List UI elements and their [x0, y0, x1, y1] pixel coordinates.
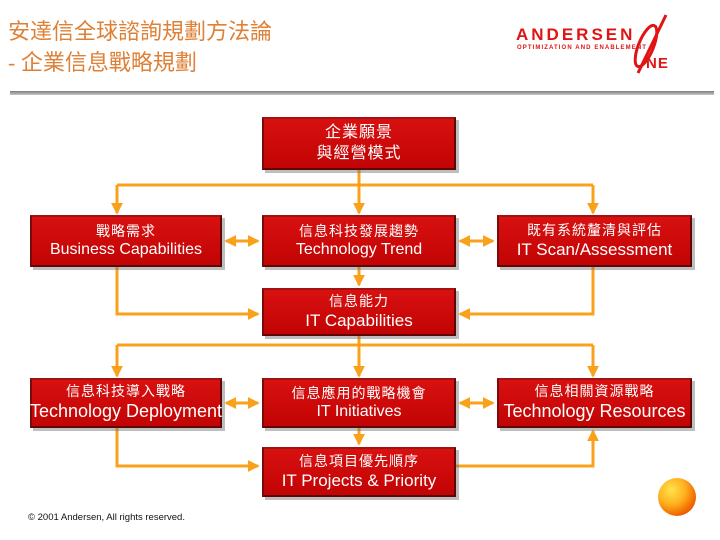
orange-sphere [658, 478, 696, 516]
connector-scan-to-capabilities [458, 267, 595, 320]
page-title-line2: - 企業信息戰略規劃 [8, 50, 197, 75]
box-zh-label: 信息科技導入戰略 [66, 383, 186, 400]
box-technology-resources: 信息相關資源戰略 Technology Resources [497, 378, 692, 428]
box-zh-label: 信息項目優先順序 [299, 452, 419, 469]
connector-business-to-capabilities [115, 267, 260, 320]
box-enterprise-vision: 企業願景 與經營模式 [262, 117, 456, 170]
box-it-projects-priority: 信息項目優先順序 IT Projects & Priority [262, 447, 456, 497]
title-divider [10, 91, 714, 95]
box-it-capabilities: 信息能力 IT Capabilities [262, 288, 456, 336]
page-title-line1: 安達信全球諮詢規劃方法論 [8, 19, 273, 44]
connector-vision-trunk [117, 170, 593, 187]
box-zh-label2: 與經營模式 [316, 144, 402, 162]
box-en-label: Business Capabilities [49, 240, 203, 258]
connector-deployment-to-projects [115, 428, 260, 472]
andersen-logo: ANDERSEN OPTIMIZATION AND ENABLEMENT NE [512, 14, 702, 84]
box-en-label: Technology Deployment [29, 401, 223, 422]
logo-ne-text: NE [646, 55, 669, 72]
box-technology-trend: 信息科技發展趨勢 Technology Trend [262, 215, 456, 267]
box-zh-label: 既有系統釐清與評估 [527, 221, 662, 238]
connector-projects-to-resources [456, 429, 599, 468]
box-business-capabilities: 戰略需求 Business Capabilities [30, 215, 222, 267]
box-zh-label: 戰略需求 [96, 222, 156, 239]
box-en-label: IT Projects & Priority [281, 471, 437, 491]
box-technology-deployment: 信息科技導入戰略 Technology Deployment [30, 378, 222, 428]
box-en-label: Technology Resources [503, 401, 686, 422]
box-en-label: IT Capabilities [305, 311, 413, 331]
logo-wordmark: ANDERSEN [516, 25, 636, 44]
box-zh-label: 信息科技發展趨勢 [299, 222, 419, 239]
box-it-initiatives: 信息應用的戰略機會 IT Initiatives [262, 378, 456, 428]
copyright-text: © 2001 Andersen, All rights reserved. [28, 512, 185, 523]
box-en-label: Technology Trend [295, 240, 423, 258]
box-en-label: IT Scan/Assessment [516, 240, 673, 260]
page-title: 安達信全球諮詢規劃方法論 - 企業信息戰略規劃 [8, 16, 272, 78]
box-zh-label: 信息應用的戰略機會 [291, 384, 427, 401]
one-ellipse-icon [633, 14, 668, 74]
connector-capabilities-trunk [117, 336, 593, 347]
logo-tagline: OPTIMIZATION AND ENABLEMENT [517, 45, 648, 51]
box-zh-label: 信息相關資源戰略 [534, 383, 655, 400]
box-en-label: IT Initiatives [316, 402, 402, 420]
box-it-scan-assessment: 既有系統釐清與評估 IT Scan/Assessment [497, 215, 692, 267]
box-zh-label: 企業願景 [324, 123, 393, 141]
box-zh-label: 信息能力 [329, 292, 389, 309]
